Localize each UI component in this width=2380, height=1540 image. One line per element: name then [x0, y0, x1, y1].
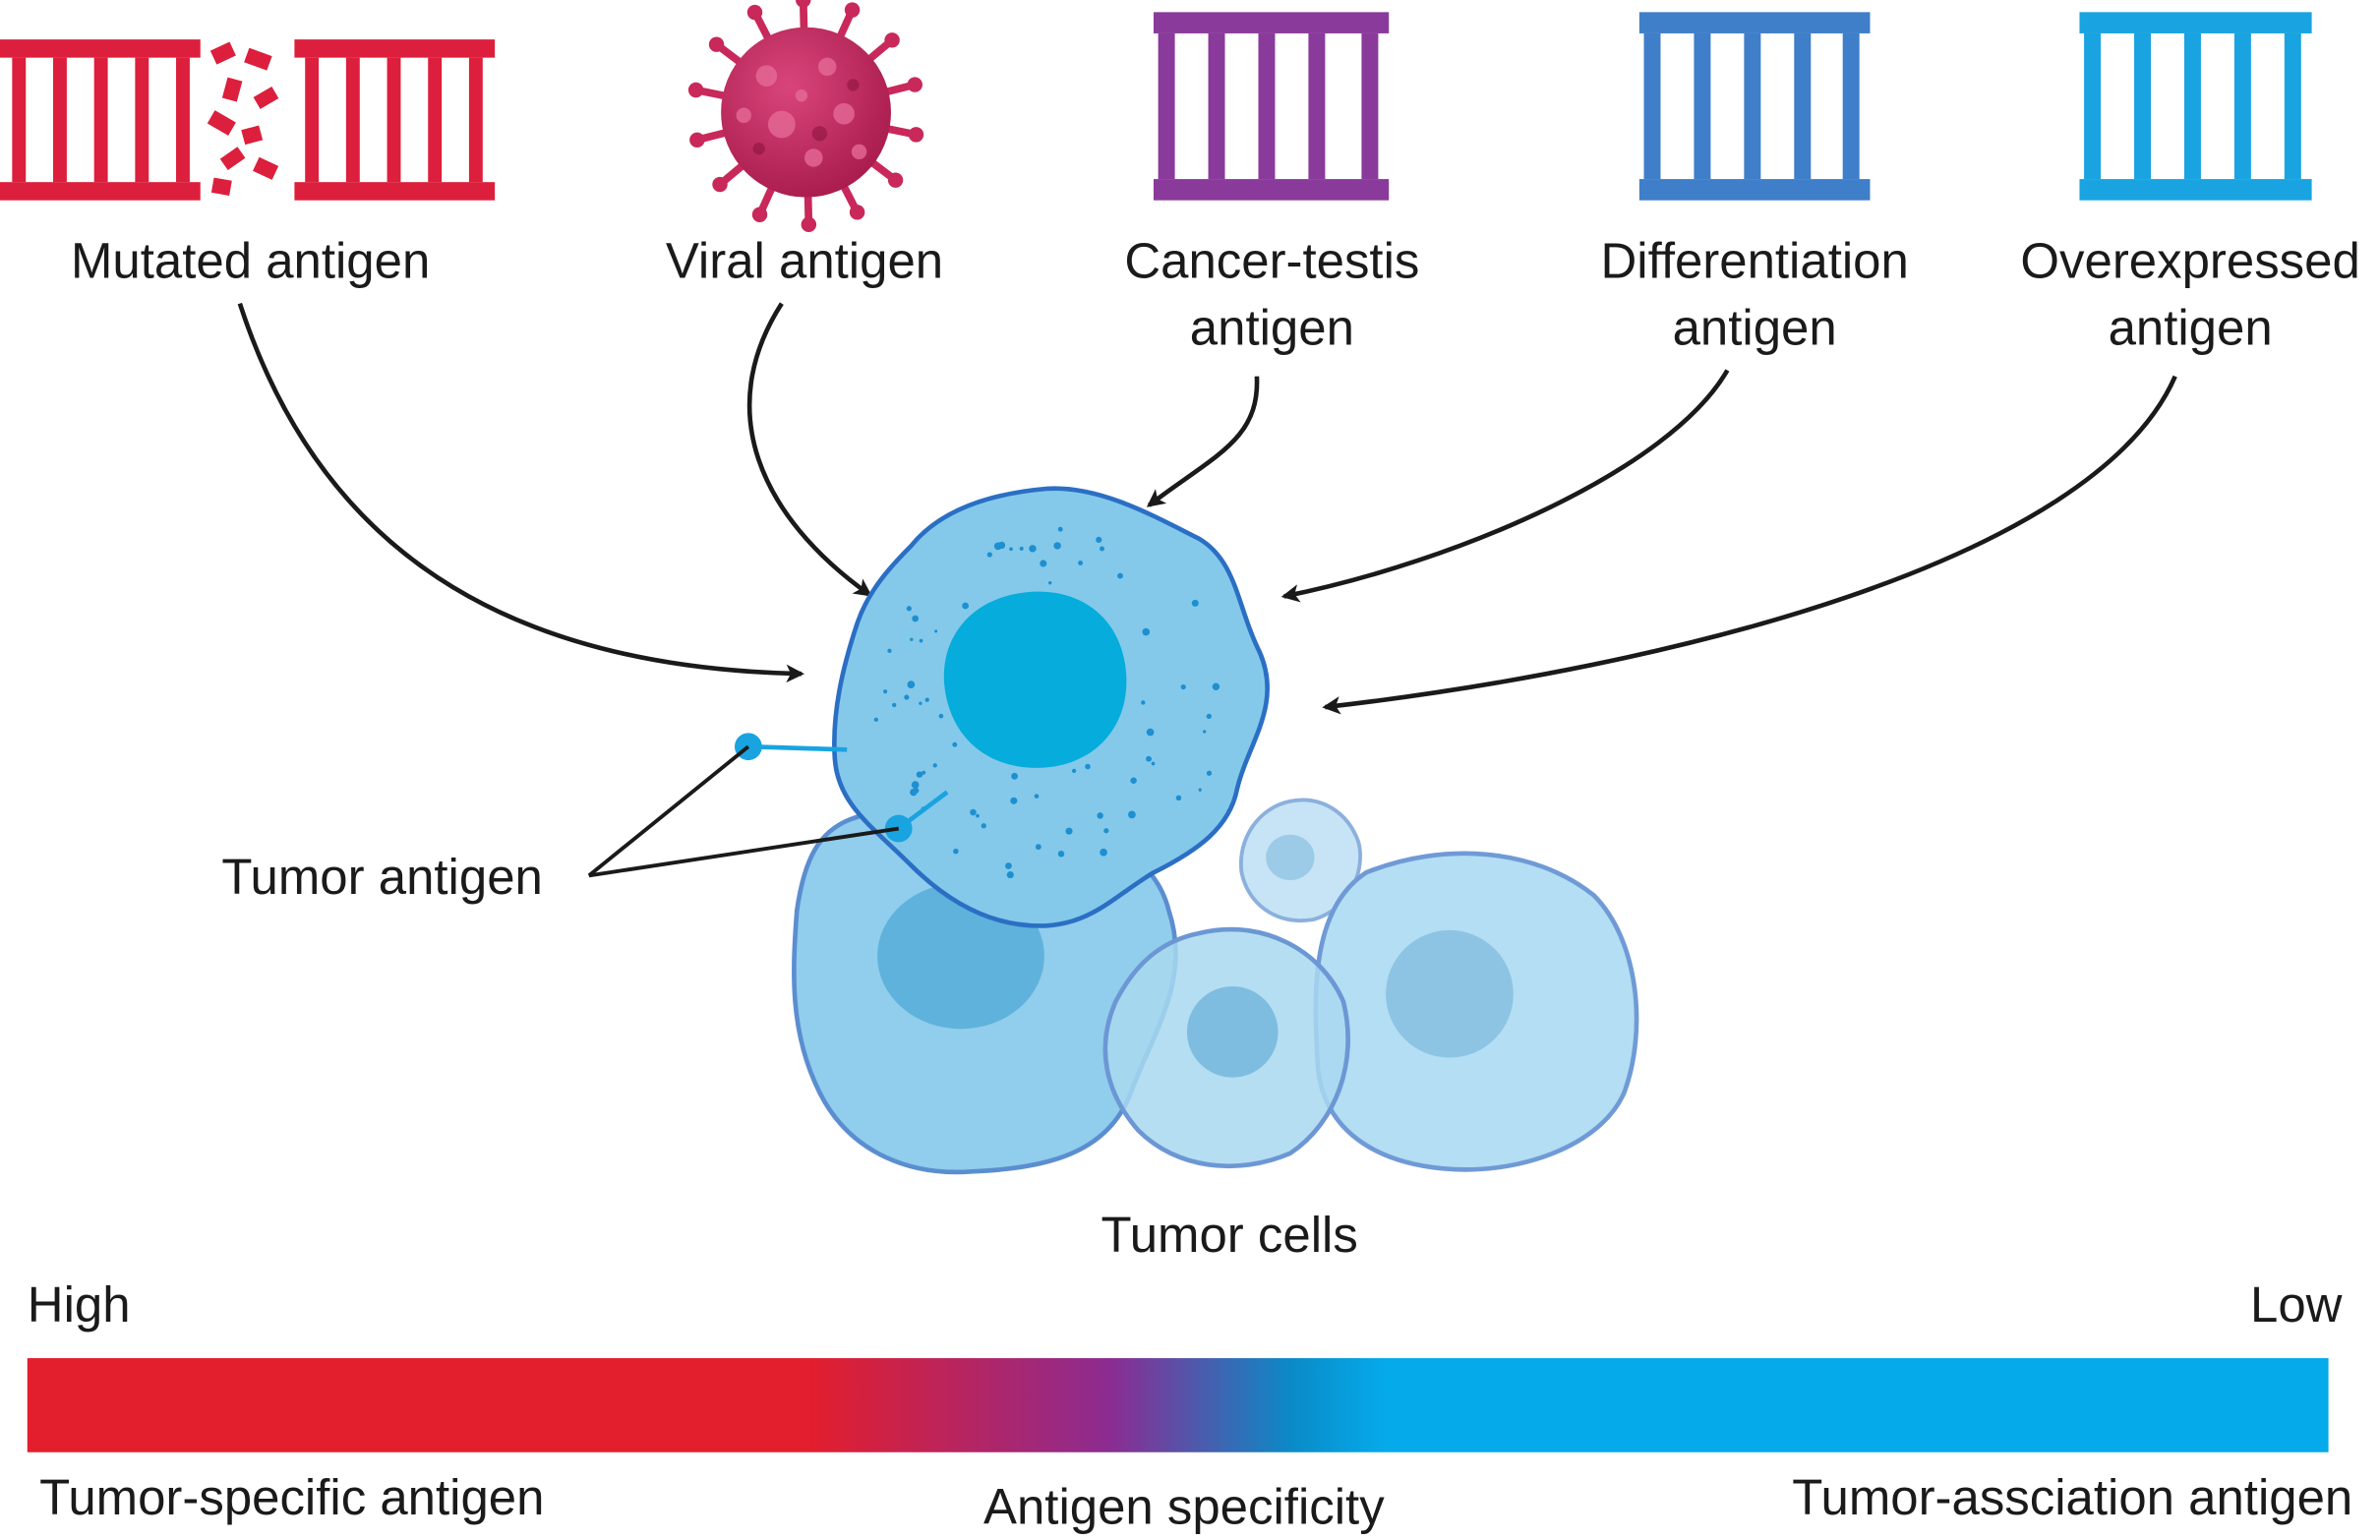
label-tumor-specific-antigen: Tumor-specific antigen [39, 1468, 545, 1525]
label-high: High [27, 1275, 131, 1333]
mutated-dna-icon [0, 39, 496, 201]
overexpressed-dna-icon [2079, 12, 2312, 201]
arrows [237, 302, 2177, 715]
label-tumor-antigen: Tumor antigen [221, 848, 543, 905]
label-differentiation-antigen: Differentiation antigen [1548, 227, 1961, 361]
differentiation-dna-icon [1638, 12, 1871, 201]
tumor-cell-main [832, 486, 1271, 928]
cancer-testis-line1: Cancer-testis [1124, 232, 1420, 289]
arrow-viral [746, 302, 872, 597]
arrow-overexpressed [1322, 375, 2177, 715]
tumor-cell-middle [1102, 926, 1350, 1169]
overexpressed-line2: antigen [2108, 298, 2273, 356]
tumor-antigen-markers [587, 733, 949, 878]
label-mutated-antigen: Mutated antigen [71, 232, 431, 289]
specificity-gradient-bar [27, 1358, 2329, 1452]
label-overexpressed-antigen: Overexpressed antigen [2000, 227, 2380, 361]
tumor-cells [792, 486, 1639, 1175]
label-cancer-testis-antigen: Cancer-testis antigen [1062, 227, 1481, 361]
tumor-cell-right [1313, 851, 1639, 1172]
differentiation-line2: antigen [1672, 298, 1837, 356]
label-antigen-specificity: Antigen specificity [983, 1477, 1385, 1535]
label-tumor-cells: Tumor cells [1101, 1206, 1358, 1263]
overexpressed-line1: Overexpressed [2020, 232, 2360, 289]
arrow-differentiation [1280, 369, 1730, 603]
arrow-cancer-testis [1146, 376, 1260, 507]
label-low: Low [2250, 1275, 2343, 1333]
cancer-testis-line2: antigen [1189, 298, 1354, 356]
label-viral-antigen: Viral antigen [665, 232, 944, 289]
tumor-cell-small [1238, 798, 1362, 923]
differentiation-line1: Differentiation [1600, 232, 1909, 289]
cancer-testis-dna-icon [1153, 12, 1390, 201]
virus-icon [687, 0, 924, 233]
label-tumor-association-antigen: Tumor-assciation antigen [1792, 1468, 2353, 1525]
arrow-mutated [237, 302, 805, 683]
